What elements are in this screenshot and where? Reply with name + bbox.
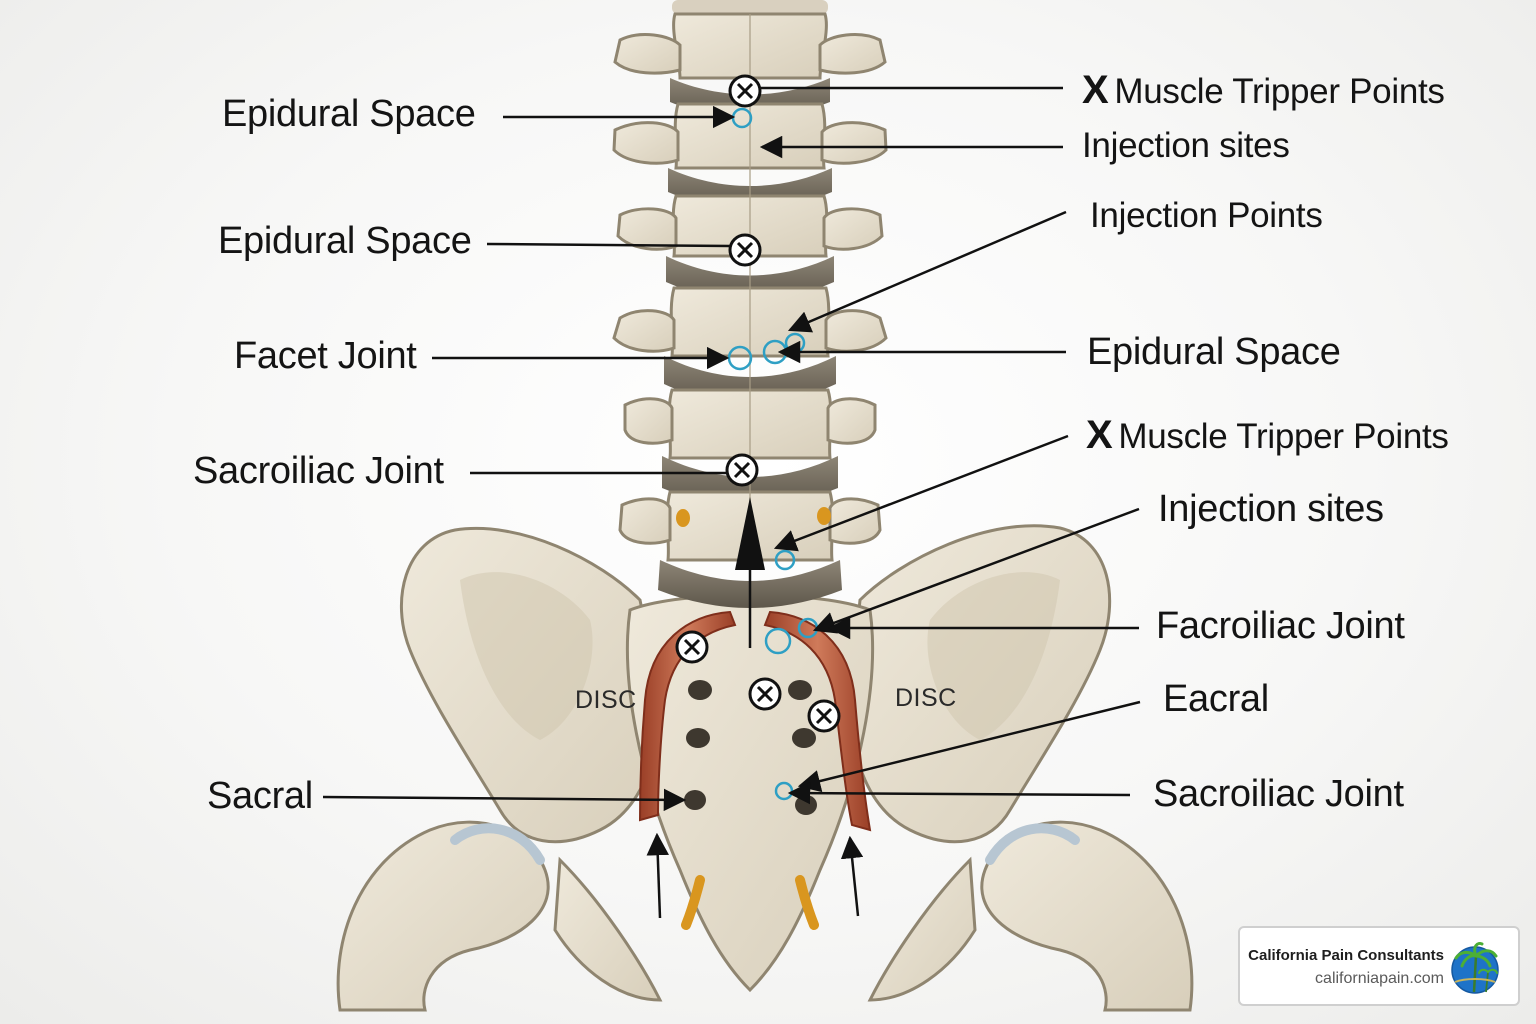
label-sacroiliac-joint-left: Sacroiliac Joint [193,450,444,492]
injection-ring-icon [764,627,792,655]
sacral-foramen [792,728,816,748]
left-muscle [638,610,737,822]
piriformis-muscles [638,610,872,832]
x-marker-icon: X [1082,68,1109,112]
trigger-point-markers [675,74,841,733]
leader-lines [322,86,1141,919]
brand-name: California Pain Consultants [1248,947,1444,964]
label-sacral: Sacral [207,775,313,817]
leader-muscle-2 [773,434,1069,552]
label-epidural-space-right: Epidural Space [1087,331,1341,373]
leader-injection-points [787,210,1067,333]
sacral-foramen [795,795,817,815]
right-hip-cartilage [985,823,1080,865]
label-epidural-space-1: Epidural Space [222,93,476,135]
spinal-cord-top [672,0,828,14]
x-circle-marker-icon [725,453,759,487]
leader-eacral [797,700,1141,793]
label-text: Muscle Tripper Points [1114,72,1445,111]
label-eacral: Eacral [1163,678,1269,720]
arrow-right-bottom [840,835,864,917]
label-injection-sites-2: Injection sites [1158,488,1384,530]
nerve-root [676,509,690,527]
right-muscle [763,610,872,832]
x-circle-marker-icon [728,233,762,267]
label-epidural-space-2: Epidural Space [218,220,472,262]
leader-sacral [322,788,687,812]
x-marker-icon: X [1086,413,1113,457]
leader-epidural-2 [486,242,732,248]
left-iliac-fossa [460,572,593,740]
right-pubic-ramus [867,856,977,1002]
label-sacroiliac-joint-right: Sacroiliac Joint [1153,773,1404,815]
left-hip-cartilage [450,823,545,865]
brand-badge: California Pain Consultants californiapa… [1238,926,1520,1006]
brand-url: californiapain.com [1315,970,1444,987]
right-femur [980,820,1194,1012]
label-text: Muscle Tripper Points [1118,417,1449,456]
left-sciatic-nerve [681,875,705,930]
label-injection-sites-1: Injection sites [1082,126,1290,165]
sacral-foramen [684,790,706,810]
label-injection-points: Injection Points [1090,196,1323,235]
x-circle-marker-icon [675,630,709,664]
sacral-foramen [688,680,712,700]
right-sciatic-nerve [795,875,819,930]
nerve-root [817,507,831,525]
disc-label-right: DISC [895,684,957,712]
left-pubic-ramus [553,856,663,1002]
label-facet-joint: Facet Joint [234,335,417,377]
pelvis [336,524,1194,1012]
palm-globe-logo-icon [1451,942,1499,994]
left-femur [336,820,550,1012]
label-facroiliac-joint: Facroiliac Joint [1156,605,1405,647]
arrowhead-large [735,497,765,570]
leader-injection-sites-2 [812,507,1140,634]
x-circle-marker-icon [748,677,782,711]
x-circle-marker-icon [728,74,762,108]
sacral-foramen [686,728,710,748]
x-circle-marker-icon [807,699,841,733]
right-iliac-fossa [927,572,1060,740]
arrow-left-bottom [646,832,669,919]
sacral-foramen [788,680,812,700]
vertebral-column [612,0,888,610]
leader-sacroiliac-right [787,781,1131,805]
disc-label-left: DISC [575,686,637,714]
